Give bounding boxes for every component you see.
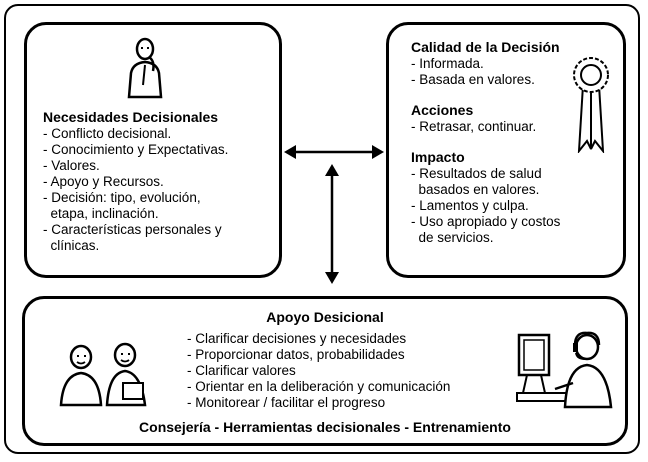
impact-item: basados en valores. <box>411 182 540 197</box>
support-title: Apoyo Desicional <box>266 309 384 325</box>
quality-item: - Informada. <box>411 56 484 71</box>
support-footer: Consejería - Herramientas decisionales -… <box>139 419 511 435</box>
needs-item: clínicas. <box>43 238 100 253</box>
support-item: - Monitorear / facilitar el progreso <box>187 395 386 410</box>
needs-item: - Características personales y <box>43 222 222 237</box>
impact-item: - Resultados de salud <box>411 166 542 181</box>
needs-item: - Decisión: tipo, evolución, <box>43 190 201 205</box>
two-people-icon <box>59 342 147 407</box>
award-ribbon-icon <box>573 57 609 153</box>
impact-title: Impacto <box>411 149 465 165</box>
needs-item: - Conflicto decisional. <box>43 126 172 141</box>
impact-item: - Uso apropiado y costos <box>411 214 561 229</box>
outer-frame <box>4 4 640 454</box>
thinking-person-icon <box>127 37 163 99</box>
support-item: - Clarificar decisiones y necesidades <box>187 331 407 346</box>
support-item: - Orientar en la deliberación y comunica… <box>187 379 451 394</box>
needs-title: Necesidades Decisionales <box>43 109 219 125</box>
decision-quality-box: Calidad de la Decisión - Informada. - Ba… <box>386 22 626 278</box>
quality-item: - Basada en valores. <box>411 72 535 87</box>
horizontal-double-arrow <box>284 145 384 159</box>
computer-operator-icon <box>516 331 613 409</box>
vertical-double-arrow <box>325 164 339 284</box>
impact-item: de servicios. <box>411 230 494 245</box>
impact-item: - Lamentos y culpa. <box>411 198 529 213</box>
actions-item: - Retrasar, continuar. <box>411 119 537 134</box>
actions-title: Acciones <box>411 102 474 118</box>
support-item: - Proporcionar datos, probabilidades <box>187 347 405 362</box>
needs-item: - Apoyo y Recursos. <box>43 174 164 189</box>
quality-title: Calidad de la Decisión <box>411 39 560 55</box>
needs-item: - Conocimiento y Expectativas. <box>43 142 229 157</box>
needs-item: - Valores. <box>43 158 100 173</box>
decisional-needs-box: Necesidades Decisionales - Conflicto dec… <box>24 22 282 278</box>
support-item: - Clarificar valores <box>187 363 296 378</box>
needs-item: etapa, inclinación. <box>43 206 159 221</box>
decision-support-box: Apoyo Desicional - Clarificar decisiones… <box>22 296 628 446</box>
